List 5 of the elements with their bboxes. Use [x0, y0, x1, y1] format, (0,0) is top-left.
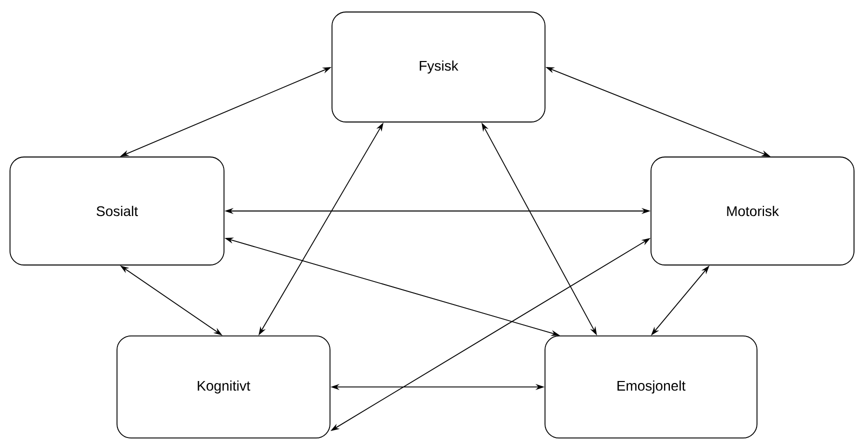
process-box: Fysisk — [332, 12, 546, 122]
process-box: Sosialt — [10, 156, 224, 266]
process-box: Kognitivt — [116, 336, 330, 438]
process-box: Motorisk — [650, 156, 854, 266]
process-box: Emosjonelt — [544, 336, 758, 438]
